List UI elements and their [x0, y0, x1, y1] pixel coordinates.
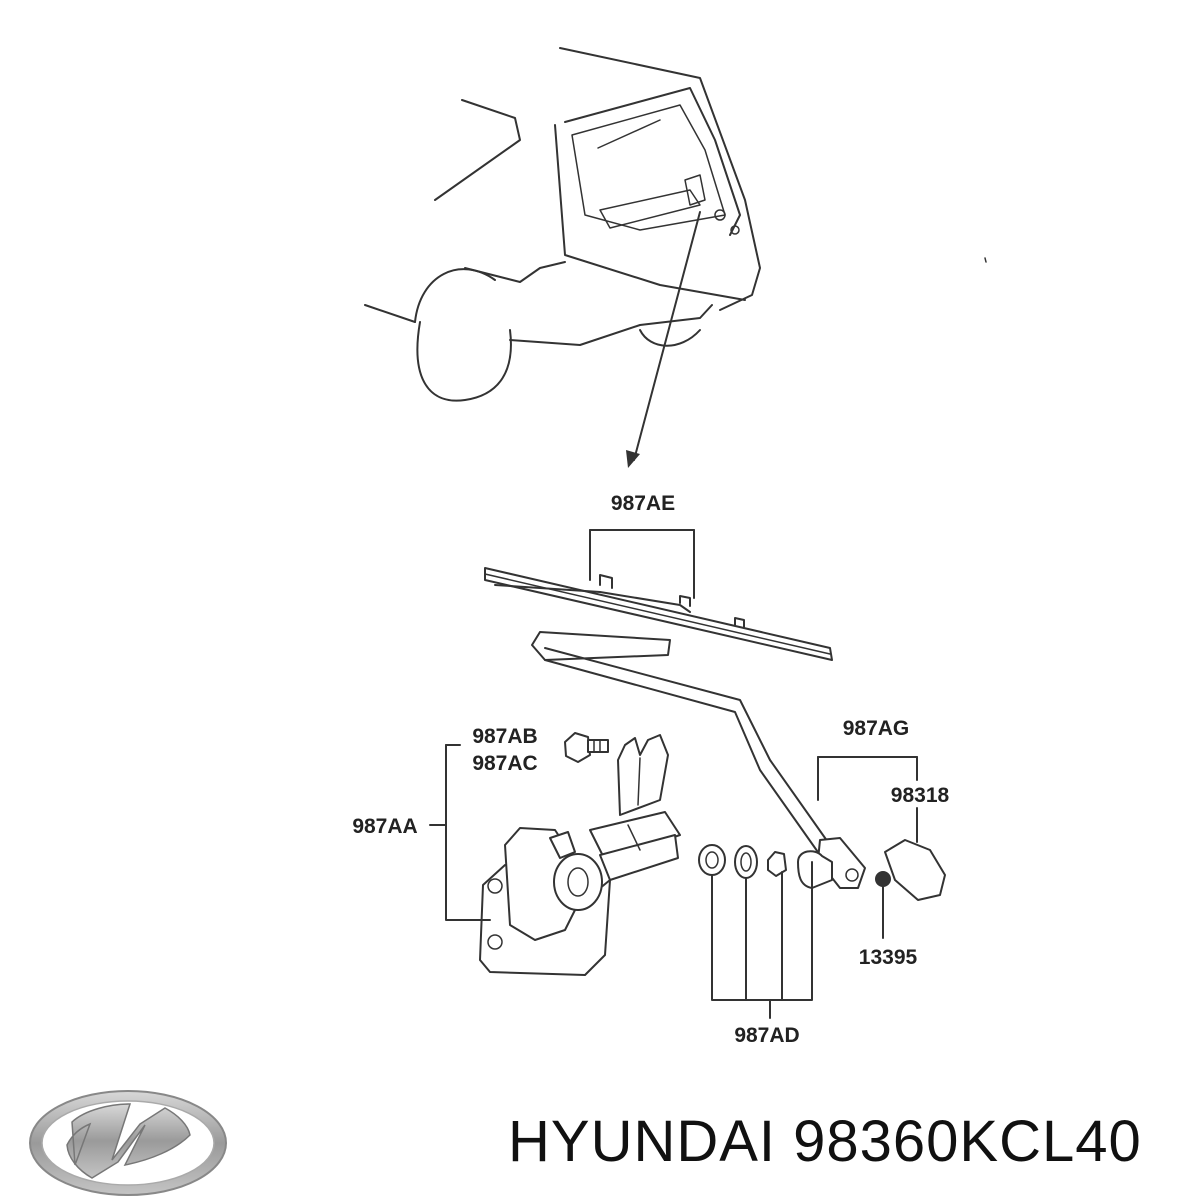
- hyundai-logo-icon: [29, 1090, 227, 1196]
- callout-987AA: 987AA: [352, 815, 417, 838]
- callout-987AB: 987AB: [472, 725, 537, 748]
- bracket-987AA: [429, 744, 491, 921]
- wiper-blade: [484, 567, 833, 661]
- pointer-arrow: [626, 211, 701, 468]
- callout-987AE: 987AE: [611, 492, 675, 515]
- callout-987AC: 987AC: [472, 752, 537, 775]
- callout-13395: 13395: [859, 946, 918, 969]
- bracket-987AE: [589, 529, 695, 599]
- bolt: [564, 732, 609, 763]
- callout-987AD: 987AD: [734, 1024, 799, 1047]
- nut-13395: [875, 871, 891, 887]
- callout-98318: 98318: [891, 784, 950, 807]
- callout-987AG: 987AG: [843, 717, 910, 740]
- bracket-987AG: [817, 756, 918, 939]
- wiper-cap: [884, 839, 946, 901]
- washer-set: [698, 844, 833, 889]
- vehicle-outline: [364, 47, 987, 402]
- wiper-motor: [479, 734, 681, 976]
- bracket-987AD: [711, 861, 813, 1019]
- brand-part-number: HYUNDAI 98360KCL40: [508, 1109, 1142, 1174]
